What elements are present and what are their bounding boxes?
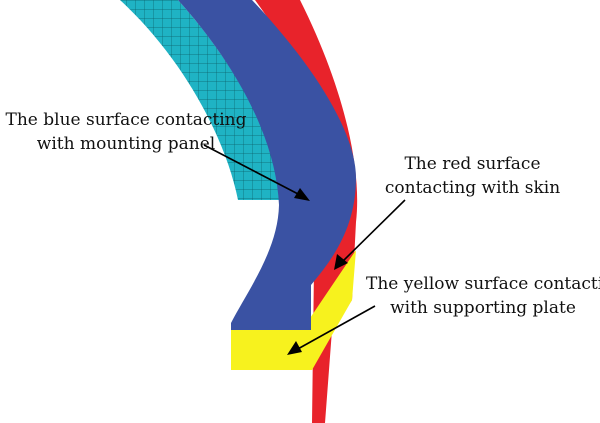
blue-surface (178, 0, 356, 330)
yellow-surface-callout: The yellow surface contacting with suppo… (366, 272, 600, 320)
yellow-surface (231, 250, 356, 370)
red-surface-callout: The red surface contacting with skin (380, 152, 565, 200)
red-callout-line-2: contacting with skin (384, 178, 561, 198)
red-callout-line-1: The red surface (404, 154, 541, 174)
blue-leader-arrow (203, 144, 310, 201)
blue-callout-line-2: with mounting panel (36, 134, 216, 154)
blue-surface-callout: The blue surface contacting with mountin… (0, 108, 252, 156)
yellow-callout-line-1: The yellow surface contacting (366, 274, 600, 294)
meshed-side-face (120, 0, 285, 200)
blue-callout-line-1: The blue surface contacting (5, 110, 247, 130)
red-leader-arrow (334, 199, 406, 270)
yellow-callout-line-2: with supporting plate (390, 298, 576, 318)
yellow-leader-arrow (287, 305, 376, 355)
